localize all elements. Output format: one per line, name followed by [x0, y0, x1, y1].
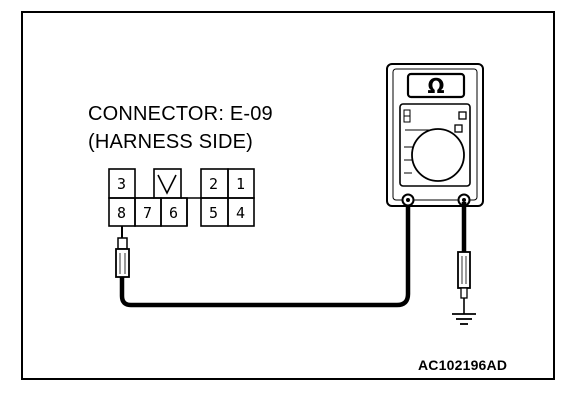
figure-id: AC102196AD	[418, 357, 508, 373]
meter-button-upper	[458, 111, 467, 120]
pin-cell-4	[227, 197, 255, 227]
rotary-dial	[411, 128, 465, 182]
connector-body	[108, 168, 255, 227]
test-lead-wire	[119, 202, 411, 308]
pin-number-1: 1	[236, 175, 245, 193]
ohmmeter: Ω	[386, 63, 484, 207]
connector-name: CONNECTOR: E-09	[88, 103, 273, 125]
meter-button-lower	[454, 124, 463, 133]
connector-side: (HARNESS SIDE)	[88, 131, 254, 153]
pin-number-8: 8	[117, 204, 126, 222]
pin-number-2: 2	[209, 175, 218, 193]
ground-icon	[452, 313, 476, 325]
connector-key-mark	[157, 174, 177, 195]
pin-number-4: 4	[236, 204, 245, 222]
meter-display	[406, 72, 466, 99]
pin-number-5: 5	[209, 204, 218, 222]
figure-frame	[21, 11, 555, 380]
right-test-probe	[457, 251, 471, 314]
meter-panel	[399, 103, 471, 187]
pin-number-7: 7	[143, 204, 152, 222]
pin-number-6: 6	[169, 204, 178, 222]
connector-title: CONNECTOR: E-09 (HARNESS SIDE)	[88, 100, 273, 156]
left-test-probe	[115, 226, 130, 278]
pin-number-3: 3	[117, 175, 126, 193]
ohm-symbol: Ω	[427, 74, 444, 98]
